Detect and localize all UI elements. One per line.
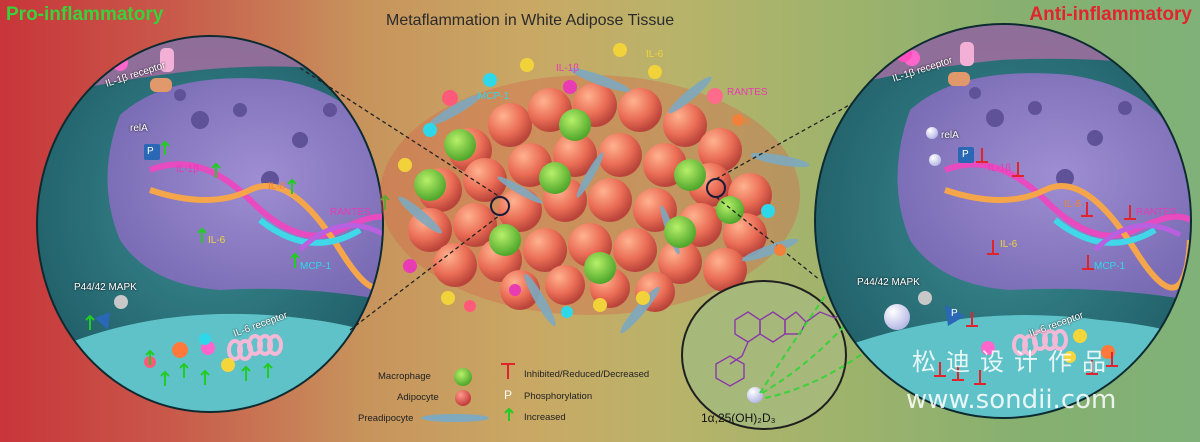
cytokine-particles: [398, 43, 786, 318]
right-p-badge: P: [962, 149, 969, 160]
legend-graphics: [421, 363, 515, 422]
legend-adipocyte: Adipocyte: [397, 392, 439, 403]
cytokine-label-il6: IL-6: [646, 49, 664, 60]
right-cell-panel: [814, 23, 1192, 419]
pro-inflammatory-title: Pro-inflammatory: [6, 4, 164, 25]
legend-p-symbol: P: [504, 388, 513, 402]
cytokine-label-il8: IL-8: [733, 117, 751, 128]
right-rela-label: relA: [941, 130, 959, 141]
watermark-url: www.sondii.com: [906, 385, 1117, 415]
right-rantes-label: RANTES: [1136, 207, 1177, 218]
legend-increased: Increased: [524, 412, 566, 423]
figure-title: Metaflammation in White Adipose Tissue: [386, 12, 675, 29]
right-mapk-label: P44/42 MAPK: [857, 277, 920, 288]
right-mapk-p-badge: P: [951, 308, 958, 319]
left-il6-label: IL-6: [208, 235, 226, 246]
left-il8-label: IL-8: [268, 181, 286, 192]
left-mcp1-label: MCP-1: [300, 261, 332, 272]
legend-inhibited: Inhibited/Reduced/Decreased: [524, 369, 650, 380]
left-cell-panel: [36, 35, 390, 413]
legend-phosphorylation: Phosphorylation: [524, 391, 593, 402]
left-mapk-label: P44/42 MAPK: [74, 282, 137, 293]
right-il6-label: IL-6: [1000, 239, 1018, 250]
left-rantes-label: RANTES: [330, 207, 371, 218]
right-il1b-label: IL-1β: [988, 163, 1011, 174]
compound-label: 1α,25(OH)₂D₃: [701, 411, 776, 425]
right-mcp1-label: MCP-1: [1094, 261, 1126, 272]
legend-macrophage: Macrophage: [378, 371, 431, 382]
calcitriol-structure: [681, 280, 861, 430]
cytokine-label-il1b: IL-1β: [556, 63, 579, 74]
watermark-chinese: 松迪设计作品: [912, 348, 1116, 376]
anti-inflammatory-title: Anti-inflammatory: [1029, 4, 1192, 25]
adipose-tissue-cluster: [299, 67, 881, 334]
left-p-badge: P: [147, 146, 154, 157]
cytokine-label-mcp1: MCP-1: [478, 91, 510, 102]
legend-preadipocyte: Preadipocyte: [358, 413, 414, 424]
left-il1b-label: IL-1β: [176, 164, 199, 175]
right-il8-label: IL-8: [1064, 199, 1082, 210]
left-rela-label: relA: [130, 123, 148, 134]
cytokine-label-rantes: RANTES: [727, 87, 768, 98]
